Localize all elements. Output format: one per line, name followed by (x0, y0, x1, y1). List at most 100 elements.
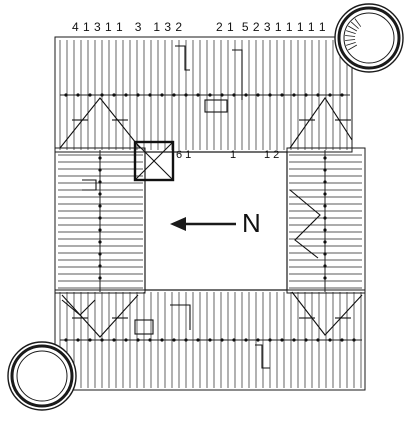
joist-dot (98, 192, 102, 196)
joist-dot (323, 168, 327, 172)
joist-dot (160, 93, 164, 97)
joist-dot (172, 338, 176, 342)
joist-dot (323, 204, 327, 208)
joist-dot (98, 216, 102, 220)
joist-dot (124, 338, 128, 342)
joist-dot (220, 93, 224, 97)
joist-dot (280, 93, 284, 97)
joist-dot (100, 93, 104, 97)
joist-dot (220, 338, 224, 342)
joist-dot (124, 93, 128, 97)
joist-dot (76, 93, 80, 97)
top-right-numbers: 2 1 5 2 3 1 1 1 1 1 (216, 20, 327, 34)
joist-dot (340, 338, 344, 342)
joist-dot (98, 252, 102, 256)
joist-dot (184, 93, 188, 97)
joist-dot (323, 240, 327, 244)
joist-dot (323, 192, 327, 196)
joist-dot (136, 338, 140, 342)
joist-dot (184, 338, 188, 342)
joist-dot (292, 338, 296, 342)
joist-dot (196, 93, 200, 97)
joist-dot (208, 93, 212, 97)
hip-brace-sw (61, 294, 139, 338)
tower-beam (354, 18, 362, 27)
hip-brace-nw (59, 97, 141, 149)
joist-dot (98, 228, 102, 232)
tower-beam (346, 41, 356, 46)
joist-dot (352, 338, 356, 342)
fitting-south-3 (255, 344, 270, 369)
joist-dot (323, 276, 327, 280)
joist-dot (76, 338, 80, 342)
joist-dot (323, 264, 327, 268)
joist-dot (112, 338, 116, 342)
joist-dot (232, 93, 236, 97)
joist-dot (232, 338, 236, 342)
structural-details (59, 45, 363, 369)
tower-beam (345, 35, 356, 37)
joist-dot (64, 93, 68, 97)
fitting-west (82, 179, 97, 191)
tower-beam (350, 21, 359, 29)
joist-dot (280, 338, 284, 342)
joist-dot (196, 338, 200, 342)
tower-beam (345, 39, 356, 41)
joist-dot (328, 338, 332, 342)
joist-dot (208, 338, 212, 342)
joist-dot (323, 180, 327, 184)
joist-dot (136, 93, 140, 97)
north-arrow-head (170, 217, 186, 231)
joist-dot (323, 252, 327, 256)
joist-dot (323, 228, 327, 232)
joist-dot (328, 93, 332, 97)
fitting-south-1 (170, 304, 191, 330)
tower-beam (346, 30, 356, 35)
joist-dot (98, 276, 102, 280)
tower-sw-inner (16, 350, 68, 402)
joist-dot (316, 93, 320, 97)
tower-ne-inner (343, 12, 395, 64)
fitting-north-2 (232, 49, 243, 100)
joist-dot (172, 93, 176, 97)
joist-dot (88, 93, 92, 97)
tower-beam (348, 44, 358, 51)
fitting-south-4 (61, 299, 96, 316)
joist-dot (268, 338, 272, 342)
inner-left-numbers: 6 1 (176, 149, 192, 161)
joist-dot (244, 93, 248, 97)
chimney-box (133, 140, 175, 182)
joist-dot (98, 156, 102, 160)
tower-sw-wall (10, 344, 74, 408)
joist-dot (100, 338, 104, 342)
joist-dot (323, 216, 327, 220)
joist-dot (340, 93, 344, 97)
joist-dot (256, 338, 260, 342)
joist-dot (98, 180, 102, 184)
fitting-east (289, 189, 321, 259)
joist-dot (148, 93, 152, 97)
top-left-numbers: 4 1 3 1 1 3 1 3 2 (72, 20, 183, 34)
joist-dot (256, 93, 260, 97)
joist-dot (98, 264, 102, 268)
rafter-lines (58, 40, 362, 388)
corner-towers (7, 3, 404, 411)
courtyard-outline (144, 151, 288, 291)
joist-dot (160, 338, 164, 342)
hip-brace-ne (289, 97, 353, 149)
inner-mid-number: 1 (230, 149, 237, 161)
joist-dot (88, 338, 92, 342)
fitting-north-1 (175, 45, 190, 71)
inner-right-numbers: 1 2 (264, 149, 280, 161)
joist-dot (148, 338, 152, 342)
fitting-south-2 (134, 319, 154, 335)
joist-dot (304, 93, 308, 97)
joist-dot (112, 93, 116, 97)
tower-beam (348, 25, 358, 32)
hip-brace-se (291, 291, 363, 336)
joist-dot (292, 93, 296, 97)
joist-dot (316, 338, 320, 342)
joist-dot (64, 338, 68, 342)
joist-dot (244, 338, 248, 342)
fitting-north-3 (204, 99, 228, 113)
